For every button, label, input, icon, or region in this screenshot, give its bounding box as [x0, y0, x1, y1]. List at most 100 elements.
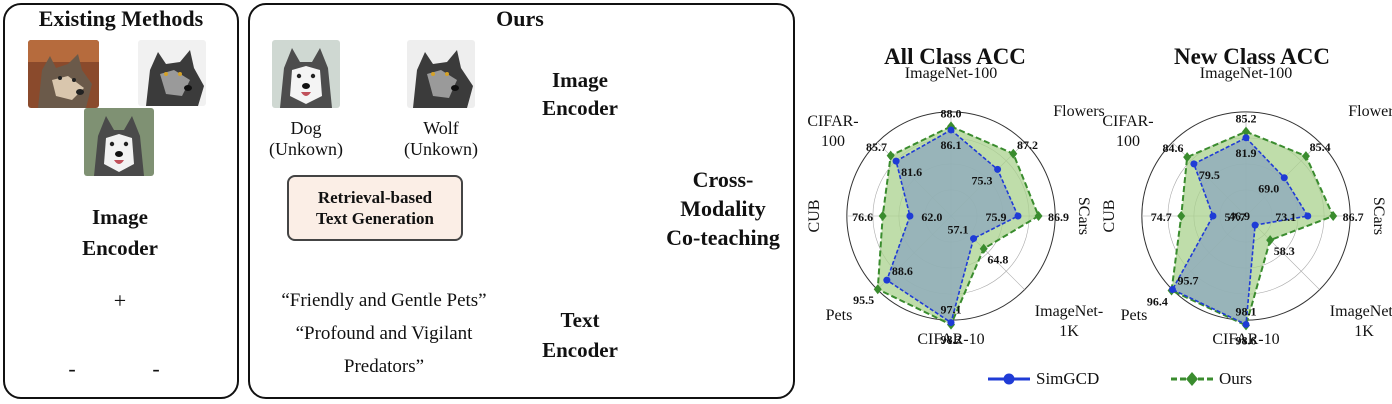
radar-ours-point [873, 284, 882, 295]
radar-ours-value-label: 98.6 [1236, 333, 1257, 347]
radar-ours-point [1266, 235, 1275, 246]
radar-simgcd-value-label: 88.6 [892, 264, 913, 278]
radar-simgcd-value-label: 86.1 [941, 138, 962, 152]
radar-ours-point [1301, 151, 1310, 162]
radar-axis-label: CIFAR-10 [1212, 331, 1279, 348]
radar-simgcd-value-label: 98.1 [1236, 304, 1257, 318]
radar-axis-label: SCars [1075, 197, 1092, 235]
radar-ours-value-label: 85.7 [866, 140, 887, 154]
wolf-unknown-label: (Unkown) [404, 139, 478, 159]
radar-ours-point [1183, 152, 1192, 163]
radar-ours-value-label: 84.6 [1162, 141, 1183, 155]
radar-ours-value-label: 87.2 [1017, 138, 1038, 152]
radar-simgcd-value-label: 62.0 [921, 210, 942, 224]
existing-methods-title: Existing Methods [38, 6, 204, 31]
radar-simgcd-value-label: 57.7 [1224, 210, 1245, 224]
dog-unknown-label: (Unkown) [269, 139, 343, 159]
radar-simgcd-value-label: 46.9 [1229, 209, 1250, 223]
radar-simgcd-value-label: 57.1 [948, 223, 969, 237]
radar-ours-point [1242, 126, 1250, 137]
image-encoder-label-2: Encoder [542, 96, 618, 120]
radar-axis-label: Flowers [1348, 103, 1392, 120]
radar-ours-value-label: 88.0 [941, 106, 962, 120]
radar-axis-label: 100 [821, 133, 845, 150]
radar-axis-label: ImageNet- [1330, 303, 1392, 320]
radar-axis-label: ImageNet-100 [905, 65, 997, 82]
radar-simgcd-point [947, 319, 955, 327]
radar-axis-label: CUB [806, 200, 823, 233]
text-prompt-2: “Profound and Vigilant [295, 323, 473, 344]
radar-axis-label: ImageNet-100 [1200, 65, 1292, 82]
husky-image [84, 108, 154, 176]
radar-axis-label: 1K [1354, 323, 1374, 340]
radar-axis-label: Flowers [1053, 103, 1105, 120]
radar-ours-point [1009, 148, 1018, 159]
radar-simgcd-point [1280, 174, 1288, 182]
radar-simgcd-point [1304, 212, 1312, 220]
radar-ours-value-label: 85.2 [1236, 112, 1257, 126]
radar-ours-point [1329, 211, 1338, 221]
radar-simgcd-point [1209, 212, 1217, 220]
radar-axis-label: CUB [1101, 200, 1118, 233]
left-minus-sign-2: - [152, 356, 160, 381]
wolf-image-3 [407, 40, 475, 108]
radar-axis-label: SCars [1370, 197, 1387, 235]
legend-simgcd-marker [1003, 373, 1015, 385]
left-plus-sign: + [113, 288, 127, 313]
radar-ours-value-label: 58.3 [1274, 244, 1295, 258]
radar-simgcd-point [1242, 320, 1250, 328]
radar-axis-label: ImageNet- [1035, 303, 1103, 320]
radar-simgcd-value-label: 95.7 [1178, 274, 1199, 288]
radar-simgcd-point [1242, 134, 1250, 142]
radar-ours-value-label: 74.7 [1151, 210, 1172, 224]
radar-axis-label: 100 [1116, 133, 1140, 150]
radar-axis-label: CIFAR-10 [917, 331, 984, 348]
radar-ours-value-label: 64.8 [987, 253, 1008, 267]
chart-title-new-class: New Class ACC [1174, 44, 1330, 69]
wolf-image-1 [28, 40, 99, 108]
dog-label: Dog [290, 118, 322, 138]
radar-simgcd-value-label: 75.3 [972, 173, 993, 187]
radar-simgcd-value-label: 79.5 [1199, 168, 1220, 182]
radar-simgcd-value-label: 69.0 [1258, 182, 1279, 196]
radar-simgcd-point [1251, 221, 1259, 229]
radar-simgcd-point [1190, 160, 1198, 168]
radar-ours-value-label: 86.7 [1343, 210, 1364, 224]
radar-simgcd-point [883, 276, 891, 284]
ours-panel [248, 3, 795, 399]
radar-ours-point [1034, 211, 1043, 221]
ours-title: Ours [496, 6, 544, 31]
radar-ours-point [1177, 211, 1186, 221]
radar-ours-value-label: 86.9 [1048, 210, 1069, 224]
legend-ours-marker [1186, 372, 1198, 386]
radar-simgcd-value-label: 97.1 [941, 303, 962, 317]
radar-simgcd-point [906, 212, 914, 220]
radar-simgcd-point [892, 157, 900, 165]
radar-ours-value-label: 76.6 [852, 210, 873, 224]
radar-axis-label: Pets [1121, 307, 1148, 324]
radar-axis-label: 1K [1059, 323, 1079, 340]
co-teaching-line-2: Modality [680, 196, 766, 221]
radar-ours-point [979, 243, 988, 254]
retrieval-text-generation-box: Retrieval-based Text Generation [287, 175, 463, 241]
radar-simgcd-point [970, 235, 978, 243]
radar-ours-point [886, 150, 895, 161]
radar-simgcd-point [947, 126, 955, 134]
left-encoder-label-2: Encoder [82, 236, 158, 260]
text-encoder-label-1: Text [560, 308, 600, 332]
left-encoder-label-1: Image [92, 205, 148, 229]
text-prompt-3: Predators” [343, 356, 425, 377]
retrieval-label-2: Text Generation [316, 209, 434, 228]
retrieval-label-1: Retrieval-based [317, 188, 433, 207]
radar-axis-label: CIFAR- [807, 113, 858, 130]
radar-simgcd-point [994, 165, 1002, 173]
radar-ours-value-label: 95.5 [853, 293, 874, 307]
legend-ours-label: Ours [1219, 369, 1253, 388]
wolf-image-2 [138, 40, 206, 106]
radar-axis-label: Pets [826, 307, 853, 324]
chart-title-all-class: All Class ACC [884, 44, 1026, 69]
radar-ours-value-label: 85.4 [1310, 140, 1331, 154]
radar-simgcd-point [1168, 286, 1176, 294]
